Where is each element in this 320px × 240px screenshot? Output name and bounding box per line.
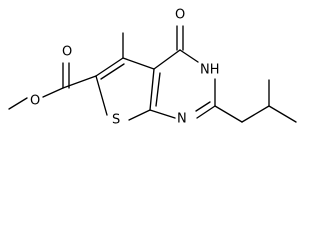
- bond-c2-n-double: [195, 101, 211, 112]
- bond-ester-oxygen-carbon: [42, 87, 64, 98]
- bond-n-c7a: [149, 109, 176, 119]
- label-ring-nh: NH: [200, 63, 220, 78]
- structure-drawing: O NH N S O O: [8, 8, 297, 128]
- bond-ch-methyl-a: [268, 105, 297, 123]
- bond-methyl-ester-oxygen: [8, 97, 28, 110]
- label-carbonyl-oxygen: O: [175, 8, 185, 23]
- bond-c6-c5-double: [100, 63, 125, 80]
- bond-ester-carbon-c6: [62, 75, 97, 89]
- label-thiophene-sulfur: S: [112, 113, 120, 128]
- label-ring-n: N: [177, 112, 187, 127]
- bond-c2-n: [196, 105, 216, 119]
- bond-c6-c5: [95, 57, 124, 77]
- bond-c4a-c7a-double: [155, 72, 161, 107]
- bond-c2-ch2: [214, 105, 243, 123]
- bond-c4-nh: [179, 49, 199, 63]
- label-ester-ether-oxygen: O: [30, 94, 40, 109]
- label-ester-carbonyl-oxygen: O: [62, 45, 72, 60]
- bond-c4a-c7a: [149, 68, 155, 111]
- bond-c6-s: [95, 75, 108, 116]
- bond-ch2-ch: [241, 105, 270, 123]
- bond-s-c7a: [128, 109, 151, 121]
- molecule-canvas: O NH N S O O: [8, 7, 297, 128]
- bond-c5-c4a: [122, 57, 155, 70]
- bond-c4a-c4: [153, 49, 181, 70]
